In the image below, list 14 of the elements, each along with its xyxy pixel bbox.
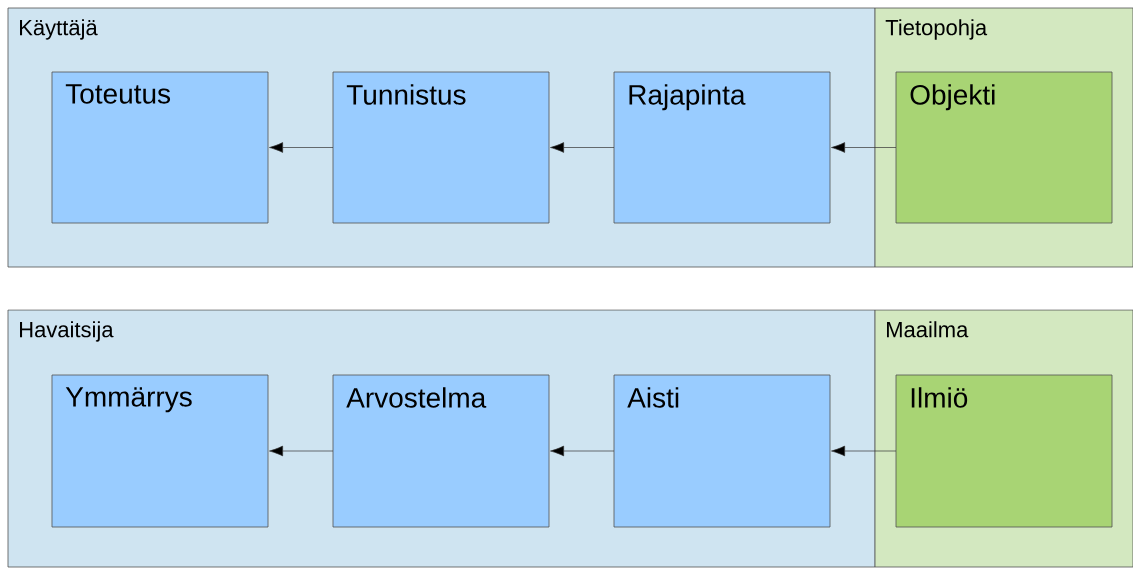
box: Rajapinta: [613, 71, 831, 224]
box: Aisti: [613, 374, 831, 528]
arrow: [550, 142, 615, 153]
box: Arvostelma: [332, 374, 550, 528]
arrow: [831, 445, 897, 457]
box: Toteutus: [51, 71, 269, 224]
arrow: [831, 142, 897, 153]
arrow: [269, 142, 334, 153]
box: Ymmärrys: [51, 374, 269, 528]
arrow: [269, 445, 334, 457]
box: Ilmiö: [895, 374, 1113, 528]
box: Tunnistus: [332, 71, 550, 224]
box: Objekti: [895, 71, 1113, 224]
arrow: [550, 445, 615, 457]
